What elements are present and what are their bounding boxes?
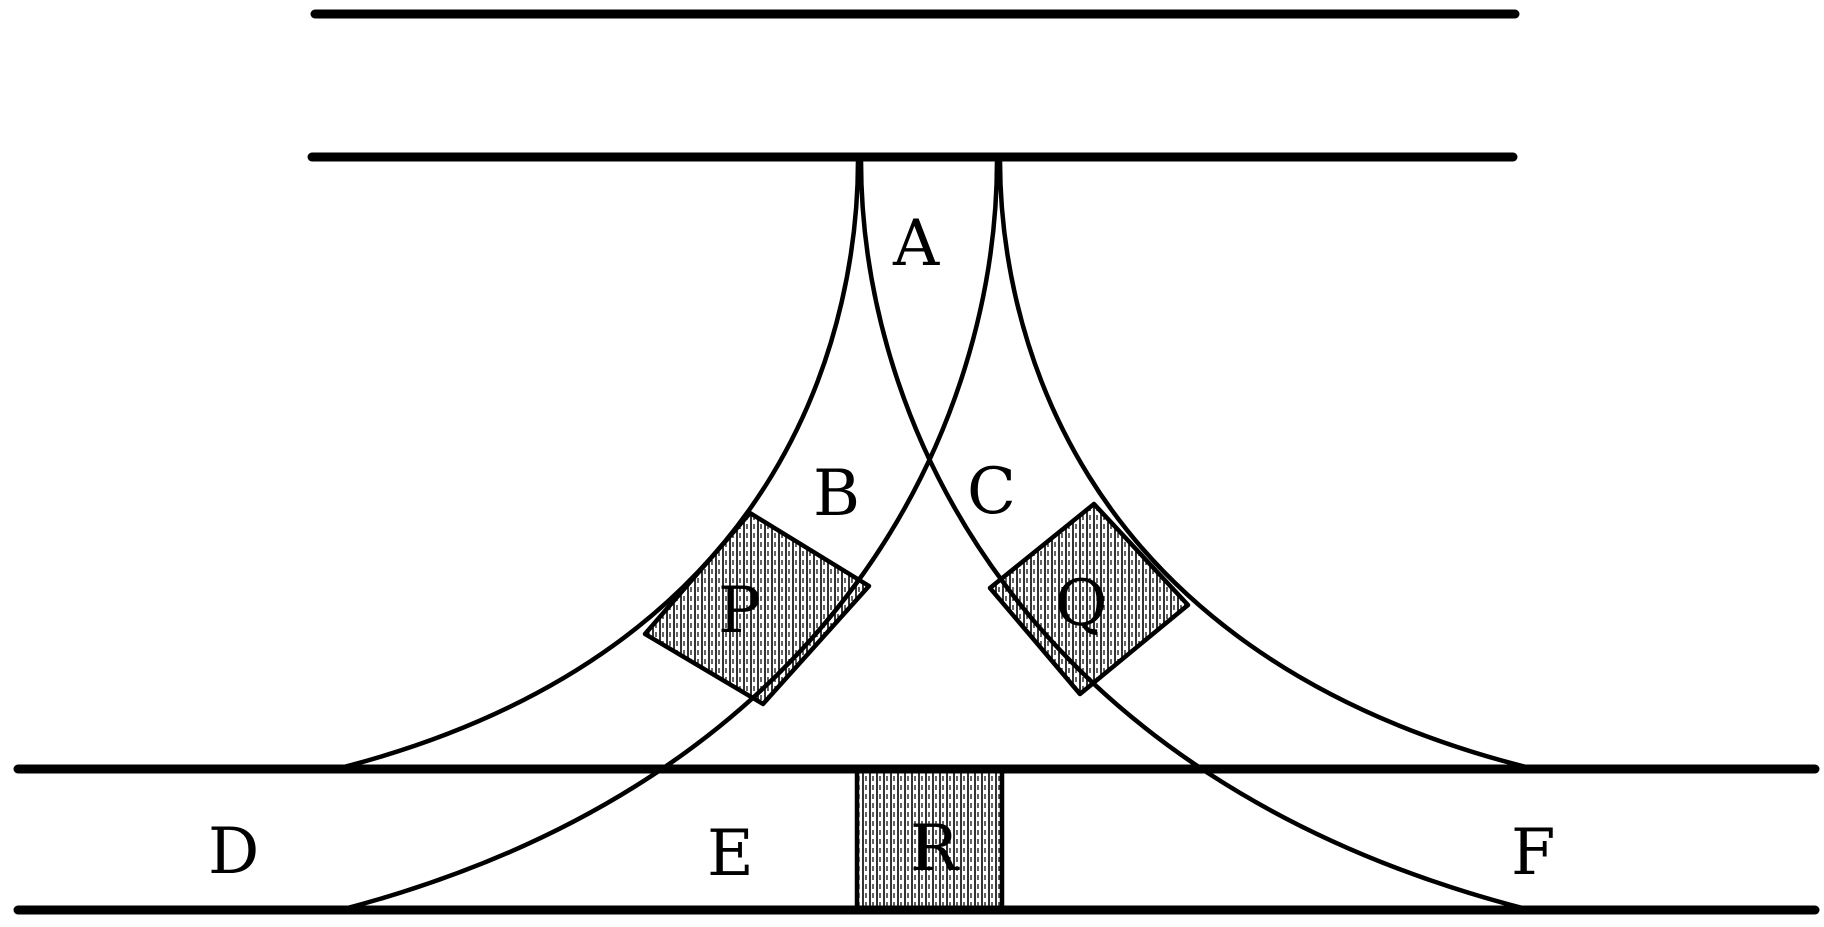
- label-p: P: [718, 574, 761, 648]
- block-r: [854, 766, 1005, 913]
- curve-left-inner: [337, 157, 1000, 913]
- label-d: D: [208, 815, 259, 889]
- curve-right-outer: [997, 157, 1533, 771]
- curve-left-outer: [337, 157, 861, 771]
- label-c: C: [967, 455, 1016, 529]
- label-r: R: [910, 812, 960, 886]
- curve-right-inner: [858, 157, 1533, 913]
- label-b: B: [813, 457, 860, 531]
- label-e: E: [707, 817, 754, 891]
- label-a: A: [892, 207, 940, 281]
- label-q: Q: [1055, 567, 1107, 641]
- block-q: [987, 501, 1191, 697]
- block-p: [642, 510, 872, 707]
- label-f: F: [1511, 816, 1555, 890]
